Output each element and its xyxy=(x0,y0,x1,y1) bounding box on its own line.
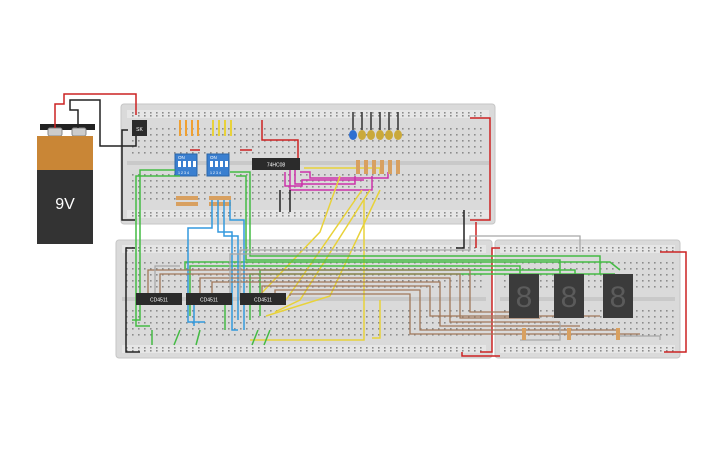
seven-segment-display-2[interactable]: 8 xyxy=(554,274,584,318)
led-5[interactable] xyxy=(385,130,393,140)
seven-segment-display-1[interactable]: 8 xyxy=(509,274,539,318)
led-3[interactable] xyxy=(367,130,375,140)
led-1[interactable] xyxy=(349,130,357,140)
dip-switch-1-on-label: ON xyxy=(178,155,185,160)
chip-decoder-3[interactable]: CD4511 xyxy=(240,293,286,305)
led-row xyxy=(349,112,402,140)
brown-wires xyxy=(147,269,640,335)
led-4[interactable] xyxy=(376,130,384,140)
led-2[interactable] xyxy=(358,130,366,140)
chip-decoder-1-label: CD4511 xyxy=(150,298,168,304)
slide-switch[interactable]: SK xyxy=(132,120,147,136)
led-resistor-4 xyxy=(380,160,384,174)
battery-label: 9V xyxy=(55,196,75,213)
battery-9v[interactable]: 9V xyxy=(37,124,95,244)
gray-wires xyxy=(154,235,661,341)
led-resistor-6 xyxy=(396,160,400,174)
chip-decoder-3-label: CD4511 xyxy=(254,298,272,304)
orange-wires xyxy=(179,120,199,136)
bottom-leads xyxy=(151,329,271,346)
dip-switch-2-on-label: ON xyxy=(210,155,217,160)
rail-wires xyxy=(121,117,687,357)
dip-switch-1-pin-numbers: 1 2 3 4 xyxy=(178,171,189,175)
dip-pull-resistors xyxy=(176,196,231,206)
dip-switch-2[interactable]: ON 1 2 3 4 xyxy=(206,153,230,177)
led-resistor-1 xyxy=(356,160,360,174)
dip-switch-2-pin-numbers: 1 2 3 4 xyxy=(210,171,221,175)
led-resistor-5 xyxy=(388,160,392,174)
switch-label: SK xyxy=(136,127,143,133)
led-6[interactable] xyxy=(394,130,402,140)
seven-segment-display-3-digit: 8 xyxy=(610,281,627,314)
yellow-header-wires xyxy=(212,120,232,136)
seven-segment-display-3[interactable]: 8 xyxy=(603,274,633,318)
seven-segment-display-1-digit: 8 xyxy=(516,281,533,314)
chip-decoder-2[interactable]: CD4511 xyxy=(186,293,232,305)
battery-wires xyxy=(54,93,137,147)
chip-and-gate[interactable]: 74HC08 xyxy=(252,158,300,170)
chip-decoder-1[interactable]: CD4511 xyxy=(136,293,182,305)
chip-decoder-2-label: CD4511 xyxy=(200,298,218,304)
seven-segment-display-2-digit: 8 xyxy=(561,281,578,314)
led-resistor-2 xyxy=(364,160,368,174)
display-resistors xyxy=(522,328,620,340)
led-resistor-3 xyxy=(372,160,376,174)
dip-switch-1[interactable]: ON 1 2 3 4 xyxy=(174,153,198,177)
chip-and-gate-label: 74HC08 xyxy=(267,163,286,169)
resistor-row xyxy=(356,160,400,174)
